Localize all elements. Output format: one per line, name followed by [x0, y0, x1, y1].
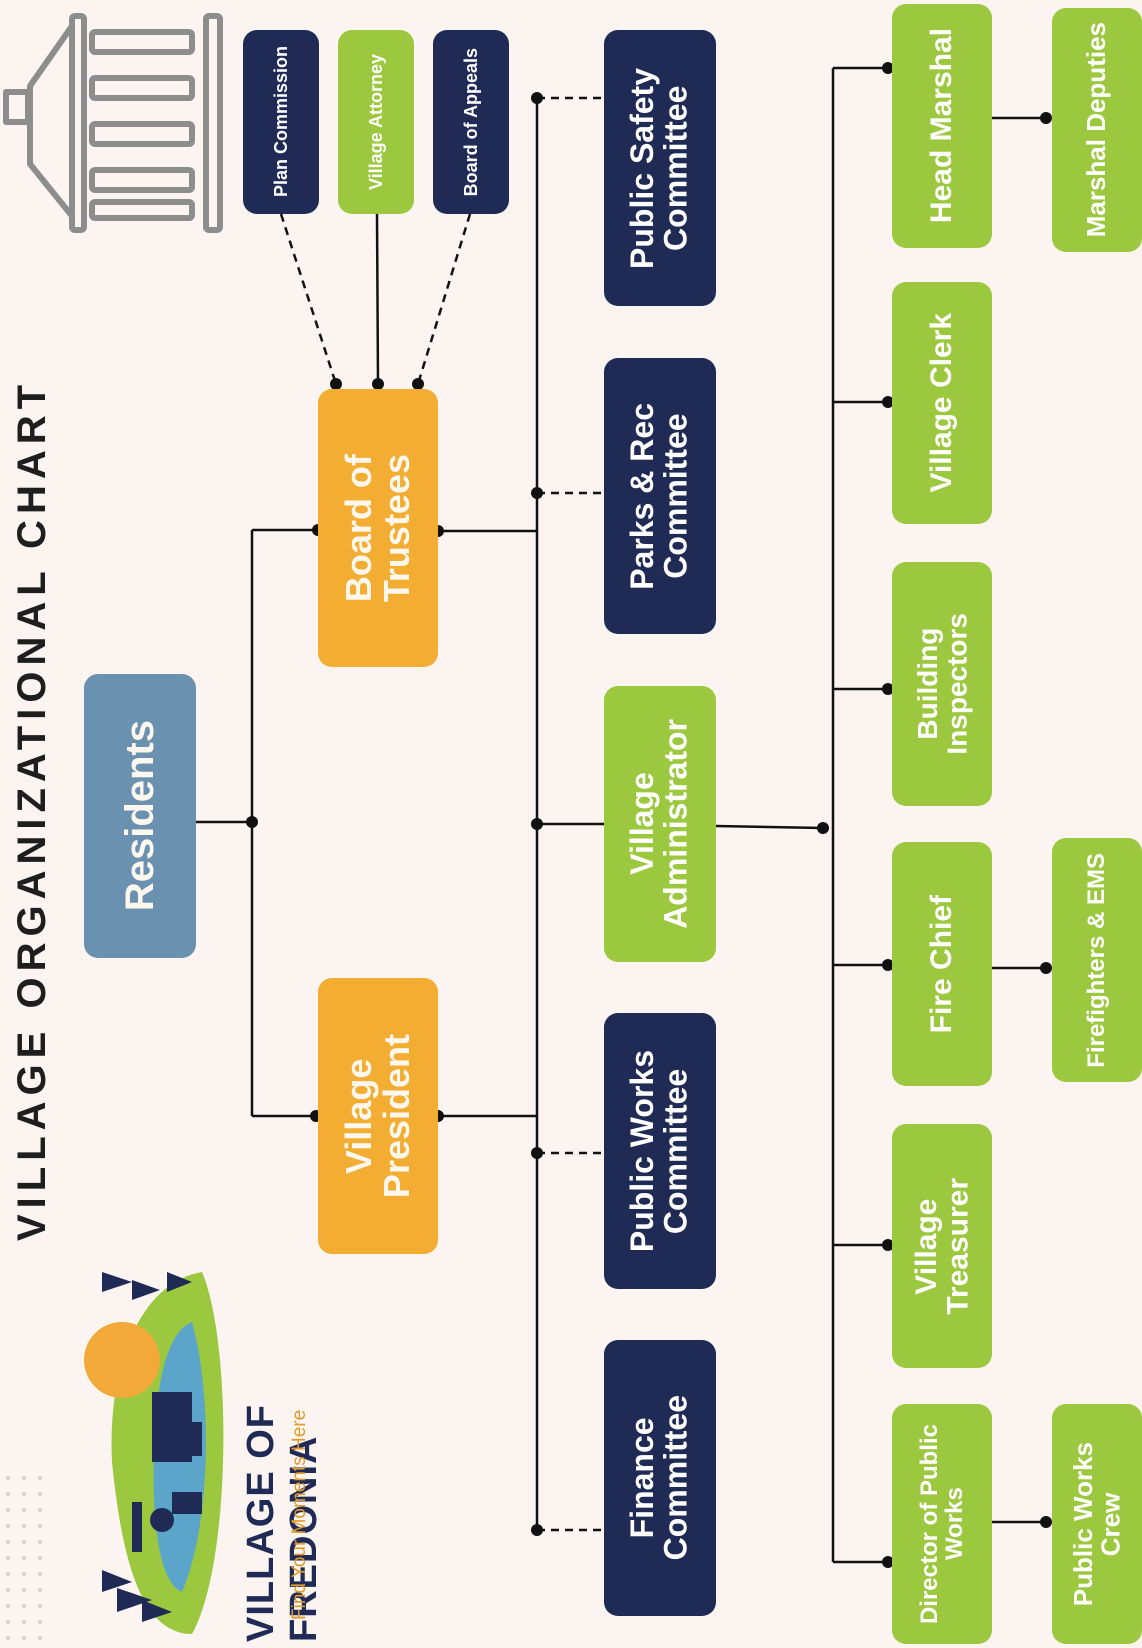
node-board-of-trustees-label: Board of Trustees [338, 453, 417, 603]
node-village-treasurer-label: Village Treasurer [909, 1177, 975, 1315]
node-residents: Residents [84, 674, 196, 958]
building-icon [3, 13, 223, 233]
node-public-safety-committee-label: Public Safety Committee [624, 67, 694, 269]
node-public-safety-committee: Public Safety Committee [604, 30, 716, 306]
node-village-clerk-label: Village Clerk [925, 313, 959, 493]
logo-tagline: Find Your Moments Here [289, 1409, 310, 1620]
village-logo-icon [84, 1272, 224, 1634]
node-plan-commission: Plan Commission [243, 30, 319, 214]
node-village-treasurer: Village Treasurer [892, 1124, 992, 1368]
node-head-marshal-label: Head Marshal [925, 28, 959, 224]
node-village-administrator: Village Administrator [604, 686, 716, 962]
node-finance-committee: Finance Committee [604, 1340, 716, 1616]
node-parks-rec-committee: Parks & Rec Committee [604, 358, 716, 634]
node-residents-label: Residents [118, 720, 162, 912]
node-director-public-works-label: Director of Public Works [915, 1423, 968, 1625]
logo-name: VILLAGE OF FREDONIA [240, 1404, 325, 1642]
node-director-public-works: Director of Public Works [892, 1404, 992, 1644]
node-board-of-appeals-label: Board of Appeals [460, 47, 481, 197]
node-village-clerk: Village Clerk [892, 282, 992, 524]
node-head-marshal: Head Marshal [892, 4, 992, 248]
node-fire-chief: Fire Chief [892, 842, 992, 1086]
node-public-works-crew-label: Public Works Crew [1067, 1441, 1125, 1607]
node-fire-chief-label: Fire Chief [925, 894, 959, 1034]
node-public-works-committee-label: Public Works Committee [624, 1049, 694, 1253]
node-board-of-appeals: Board of Appeals [433, 30, 509, 214]
node-plan-commission-label: Plan Commission [270, 46, 291, 198]
node-village-president-label: Village President [338, 1033, 417, 1199]
node-village-president: Village President [318, 978, 438, 1254]
node-public-works-committee: Public Works Committee [604, 1013, 716, 1289]
node-firefighters-ems: Firefighters & EMS [1052, 838, 1142, 1082]
node-village-attorney-label: Village Attorney [365, 53, 386, 191]
page-title: VILLAGE ORGANIZATIONAL CHART [10, 378, 54, 1242]
node-public-works-crew: Public Works Crew [1052, 1404, 1142, 1644]
node-board-of-trustees: Board of Trustees [318, 389, 438, 667]
node-marshal-deputies: Marshal Deputies [1052, 8, 1142, 252]
node-parks-rec-committee-label: Parks & Rec Committee [624, 402, 694, 590]
decorative-dots [0, 1470, 50, 1640]
node-marshal-deputies-label: Marshal Deputies [1081, 22, 1112, 238]
node-building-inspectors: Building Inspectors [892, 562, 992, 806]
node-building-inspectors-label: Building Inspectors [911, 613, 972, 755]
node-village-attorney: Village Attorney [338, 30, 414, 214]
node-village-administrator-label: Village Administrator [624, 719, 694, 929]
node-finance-committee-label: Finance Committee [624, 1395, 694, 1561]
node-firefighters-ems-label: Firefighters & EMS [1083, 852, 1111, 1068]
